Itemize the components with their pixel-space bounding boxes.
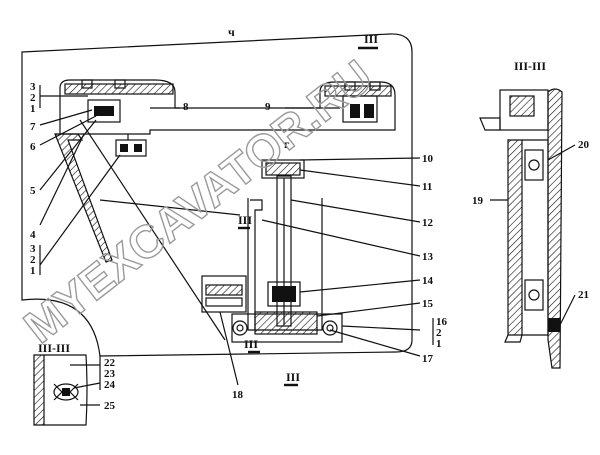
callout-14: 14 bbox=[422, 275, 434, 287]
callout-5: 5 bbox=[30, 185, 36, 197]
callout-8: 8 bbox=[183, 101, 189, 113]
callout-9: 9 bbox=[265, 101, 271, 113]
callout-3-mid: 3 bbox=[30, 243, 36, 255]
callout-25: 25 bbox=[104, 400, 116, 412]
callout-16: 16 bbox=[436, 316, 448, 328]
clamp-block-right bbox=[342, 95, 378, 123]
callout-24: 24 bbox=[104, 379, 116, 391]
callout-1-top: 1 bbox=[30, 103, 36, 115]
section-label-bottom-small: III bbox=[244, 337, 258, 351]
lower-bolt-group bbox=[115, 139, 147, 157]
callout-3-top: 3 bbox=[30, 81, 36, 93]
callout-17: 17 bbox=[422, 353, 434, 365]
callout-22: 22 bbox=[104, 357, 116, 369]
callout-2-right: 2 bbox=[436, 327, 442, 339]
callout-13: 13 bbox=[422, 251, 434, 263]
side-block bbox=[201, 275, 247, 313]
section-right bbox=[479, 88, 563, 369]
view-labels: ч г III III-III III III III III-III bbox=[38, 25, 546, 384]
callout-2-top: 2 bbox=[30, 92, 36, 104]
leader-lines bbox=[39, 85, 576, 406]
base-plate bbox=[254, 311, 318, 335]
callout-6: 6 bbox=[30, 141, 36, 153]
callout-10: 10 bbox=[422, 153, 434, 165]
slider-block bbox=[272, 286, 296, 302]
callout-4: 4 bbox=[30, 229, 36, 241]
section-label-bottom-large: III bbox=[286, 370, 300, 384]
section-inset bbox=[33, 354, 88, 426]
section-label-top: III bbox=[364, 32, 378, 46]
callout-23: 23 bbox=[104, 368, 116, 380]
view-letter-small: г bbox=[284, 137, 290, 151]
callout-15: 15 bbox=[422, 298, 434, 310]
callout-1-mid: 1 bbox=[30, 265, 36, 277]
view-letter-top: ч bbox=[228, 25, 235, 39]
section-bracket bbox=[499, 89, 549, 131]
callout-1-right: 1 bbox=[436, 338, 442, 350]
section-arrows bbox=[238, 46, 378, 387]
watermark-text: MYEXCAVATOR.RU bbox=[14, 50, 382, 353]
section-inset-title: III-III bbox=[38, 341, 70, 355]
callout-labels: 3 2 1 7 6 5 4 3 2 1 8 9 10 11 12 13 14 1… bbox=[30, 81, 590, 412]
callout-2-mid: 2 bbox=[30, 254, 36, 266]
top-cap bbox=[261, 159, 305, 179]
section-label-mid: III bbox=[238, 213, 252, 227]
callout-18: 18 bbox=[232, 389, 244, 401]
callout-11: 11 bbox=[422, 181, 432, 193]
section-right-title: III-III bbox=[514, 59, 546, 73]
callout-20: 20 bbox=[578, 139, 590, 151]
callout-7: 7 bbox=[30, 121, 36, 133]
top-rail-assembly bbox=[54, 79, 396, 263]
callout-19: 19 bbox=[472, 195, 484, 207]
callout-12: 12 bbox=[422, 217, 434, 229]
callout-21: 21 bbox=[578, 289, 589, 301]
center-mechanism bbox=[201, 159, 343, 343]
